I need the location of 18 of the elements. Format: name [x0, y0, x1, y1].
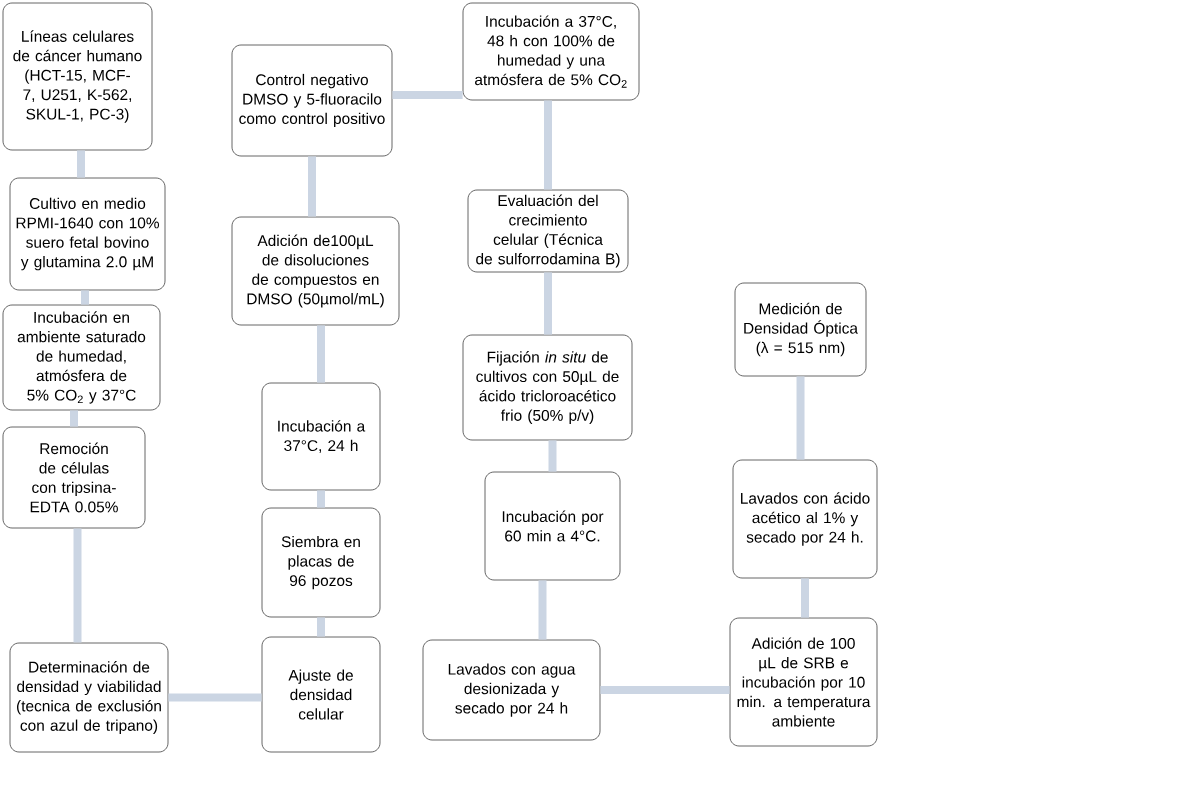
process-box: Siembra en placas de 96 pozos: [261, 507, 381, 618]
process-box: Fijación in situ de cultivos con 50µL de ácido tricloroacético frio (50% p/v): [462, 334, 633, 441]
process-box: Adición de100µL de disoluciones de compuestos en DMSO (50µmol/mL): [231, 216, 400, 326]
process-box: Evaluación del crecimiento celular (Técnica de sulforrodamina B): [467, 189, 629, 273]
process-box: Incubación a 37°C, 24 h: [261, 382, 381, 491]
process-box: Adición de 100 µL de SRB e incubación por 10 min. a temperatura ambiente: [729, 617, 878, 747]
process-box: Cultivo en medio RPMI-1640 con 10% suero fetal bovino y glutamina 2.0 µM: [9, 177, 166, 291]
process-box: Control negativo DMSO y 5-fluoracilo como control positivo: [231, 44, 393, 157]
process-box: Lavados con ácido acético al 1% y secado por 24 h.: [732, 459, 878, 579]
process-box: Medición de Densidad Óptica (λ = 515 nm): [734, 282, 867, 377]
process-box: Incubación por 60 min a 4°C.: [484, 471, 621, 581]
process-box: Determinación de densidad y viabilidad (tecnica de exclusión con azul de tripano): [9, 642, 169, 753]
process-box: Líneas celulares de cáncer humano (HCT-15, MCF-7, U251, K-562, SKUL-1, PC-3): [2, 2, 153, 151]
process-box: Incubación a 37°C, 48 h con 100% de humedad y una atmósfera de 5% CO$_{2}$: [462, 2, 640, 101]
process-box: Lavados con agua desionizada y secado por 24 h: [422, 639, 601, 741]
process-box: Incubación en ambiente saturado de humedad, atmósfera de 5% CO$_{2}$ y 37°C: [2, 304, 161, 411]
process-box: Ajuste de densidad celular: [261, 636, 381, 753]
process-box: Remoción de células con tripsina-EDTA 0.05%: [2, 426, 146, 529]
